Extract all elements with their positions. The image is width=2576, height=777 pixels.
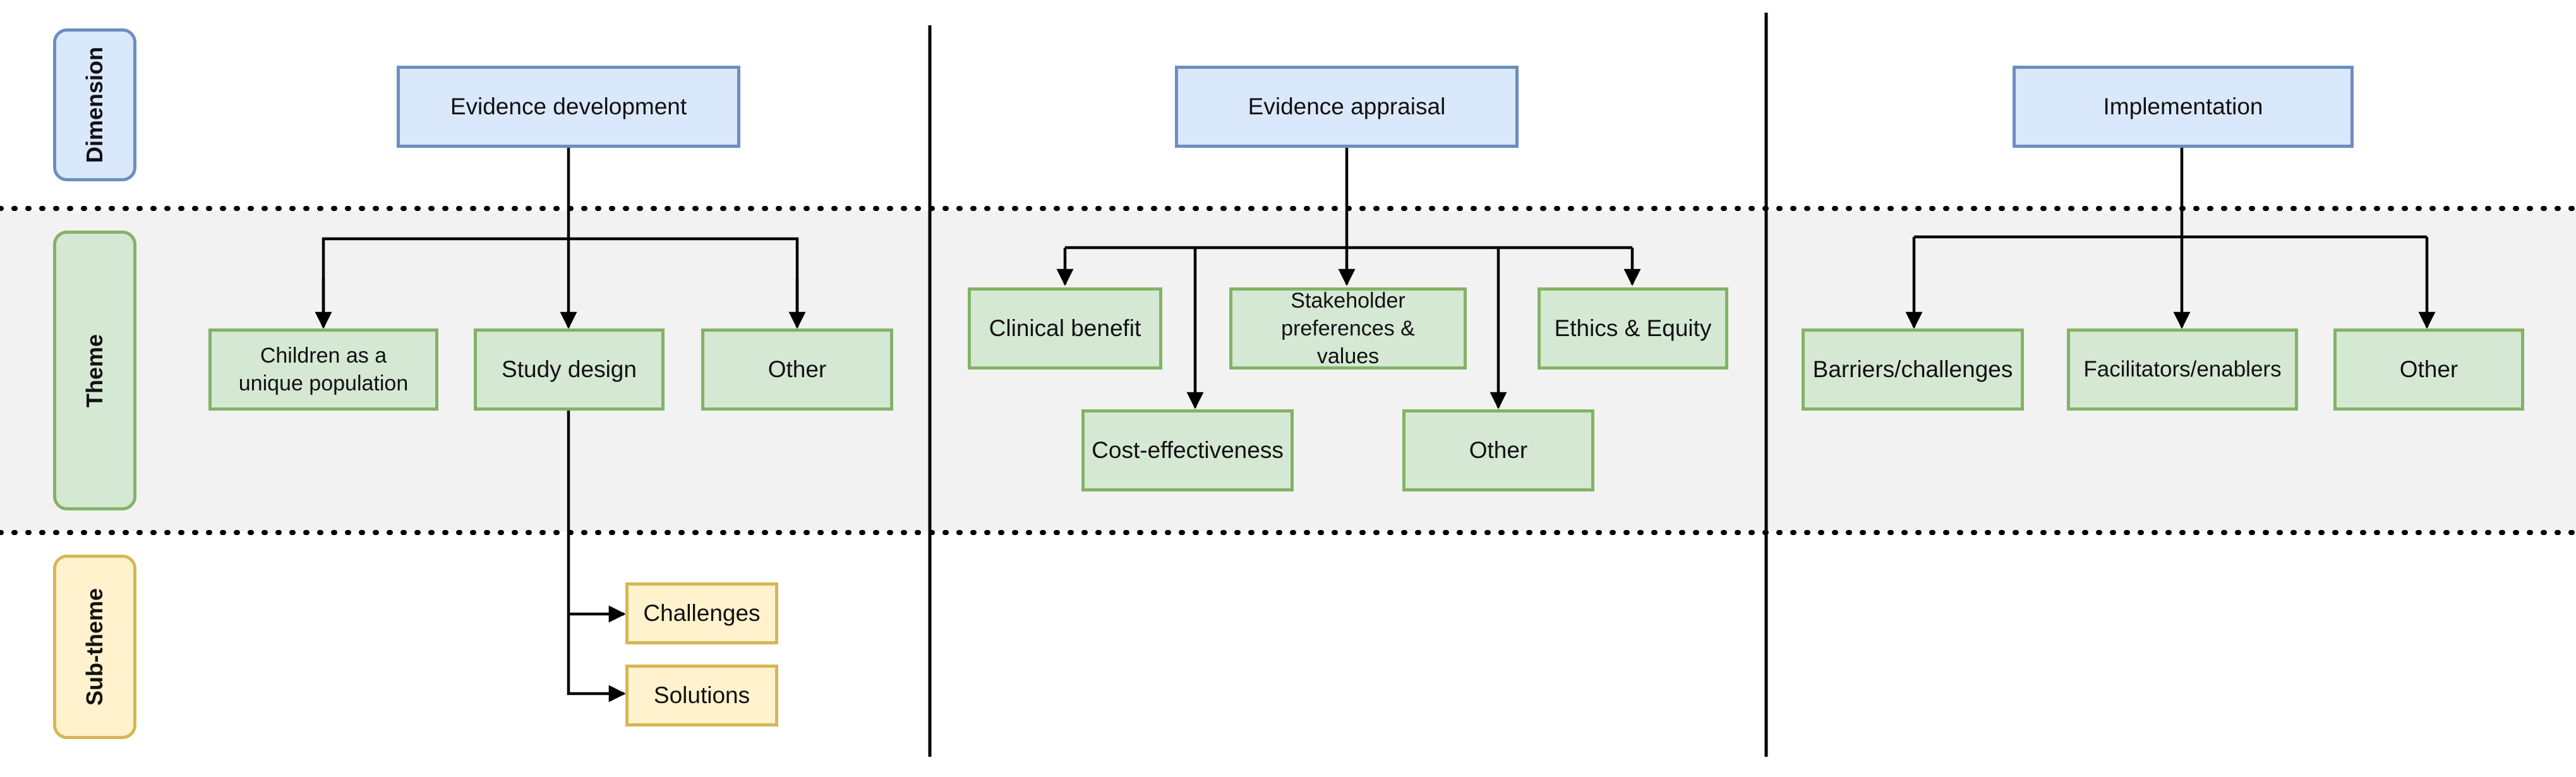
dimension-implementation: Implementation [2013,66,2354,148]
theme-children-unique-population: Children as a unique population [208,328,438,411]
subtheme-solutions: Solutions [625,665,778,726]
theme-cost-effectiveness: Cost-effectiveness [1081,409,1294,491]
theme-facilitators-enablers: Facilitators/enablers [2067,328,2298,411]
row-label-dimension: Dimension [53,28,136,181]
row-label-subtheme: Sub-theme [53,555,136,739]
row-label-dimension-text: Dimension [81,46,107,164]
theme-implementation-other: Other [2333,328,2524,411]
theme-appraisal-other: Other [1402,409,1594,491]
development-connectors [315,147,806,702]
theme-barriers-challenges: Barriers/challenges [1802,328,2024,411]
dimension-evidence-appraisal: Evidence appraisal [1175,66,1519,148]
implementation-connectors [1905,147,2436,329]
theme-development-other: Other [701,328,893,411]
theme-clinical-benefit: Clinical benefit [968,287,1162,370]
row-label-theme-text: Theme [81,334,107,407]
dimension-evidence-development: Evidence development [397,66,740,148]
row-label-subtheme-text: Sub-theme [81,587,108,706]
theme-stakeholder-preferences: Stakeholder preferences & values [1229,287,1467,370]
subtheme-challenges: Challenges [625,582,778,644]
theme-ethics-equity: Ethics & Equity [1538,287,1728,370]
row-label-theme: Theme [53,231,136,510]
theme-study-design: Study design [474,328,665,411]
appraisal-connectors [1056,147,1641,409]
